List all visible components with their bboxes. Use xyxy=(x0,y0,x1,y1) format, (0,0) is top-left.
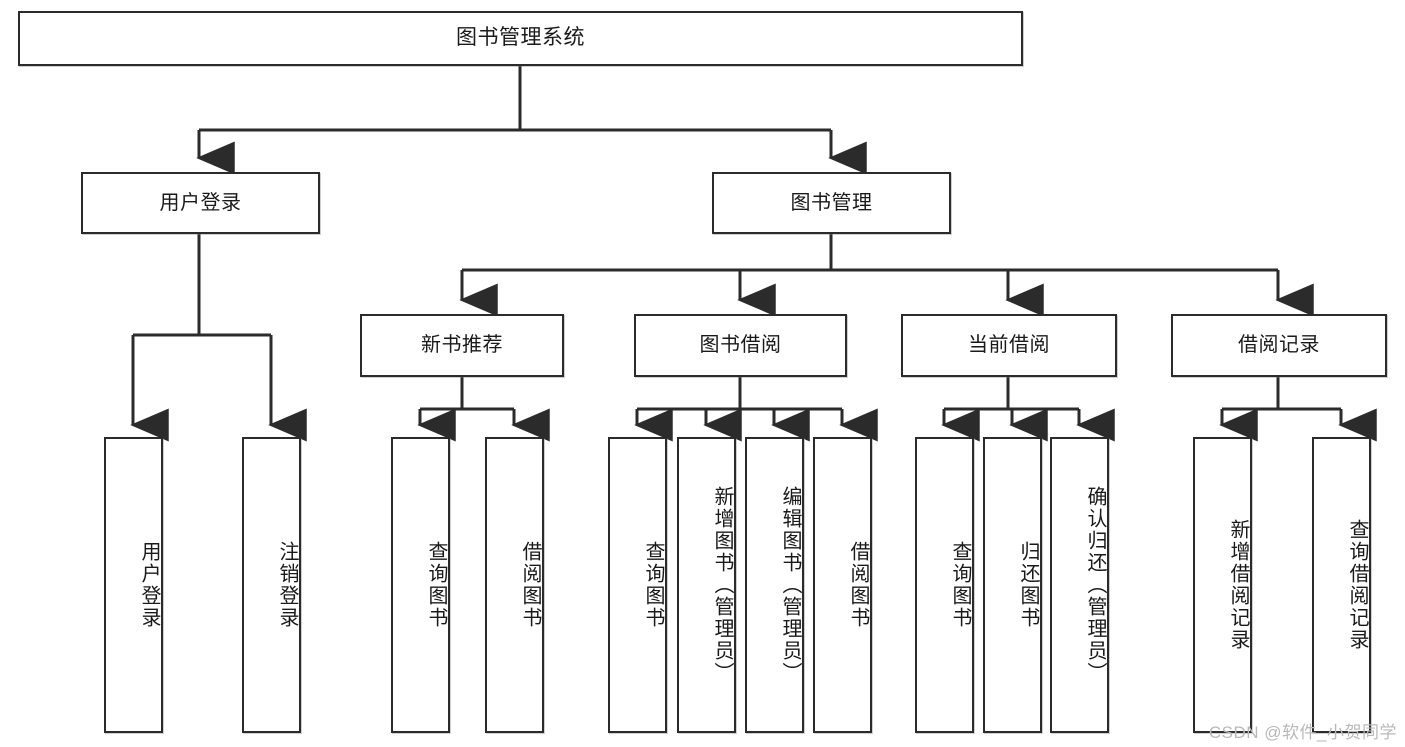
node-leaf-confirm-return[interactable]: 确认归还（管理员） xyxy=(1050,437,1109,733)
node-leaf-query-book-3[interactable]: 查询图书 xyxy=(915,437,974,733)
node-leaf-logout-login[interactable]: 注销登录 xyxy=(242,437,301,733)
node-leaf-return-book-label: 归还图书 xyxy=(1017,541,1039,629)
node-book-borrow[interactable]: 图书借阅 xyxy=(634,314,847,377)
node-book-management-label: 图书管理 xyxy=(790,191,873,214)
node-leaf-query-record-label: 查询借阅记录 xyxy=(1346,519,1368,651)
node-borrow-record[interactable]: 借阅记录 xyxy=(1171,314,1387,377)
node-leaf-return-book[interactable]: 归还图书 xyxy=(983,437,1042,733)
node-leaf-user-login-label: 用户登录 xyxy=(138,541,160,629)
node-current-borrow[interactable]: 当前借阅 xyxy=(901,314,1117,377)
node-book-borrow-label: 图书借阅 xyxy=(699,334,782,356)
node-leaf-edit-book-label: 编辑图书（管理员） xyxy=(779,486,801,684)
node-root-label: 图书管理系统 xyxy=(456,26,585,50)
node-current-borrow-label: 当前借阅 xyxy=(968,334,1050,356)
node-leaf-query-book-2-label: 查询图书 xyxy=(642,541,664,629)
node-leaf-query-book-1[interactable]: 查询图书 xyxy=(391,437,450,733)
node-user-login-label: 用户登录 xyxy=(159,191,242,214)
node-leaf-edit-book[interactable]: 编辑图书（管理员） xyxy=(745,437,804,733)
node-leaf-query-book-1-label: 查询图书 xyxy=(425,541,447,629)
node-user-login[interactable]: 用户登录 xyxy=(81,172,320,234)
node-leaf-borrow-book-2-label: 借阅图书 xyxy=(847,541,869,629)
node-leaf-borrow-book-1-label: 借阅图书 xyxy=(519,541,541,629)
node-leaf-logout-login-label: 注销登录 xyxy=(276,541,298,629)
node-new-book-recommend-label: 新书推荐 xyxy=(421,334,503,356)
node-borrow-record-label: 借阅记录 xyxy=(1238,334,1320,356)
node-leaf-borrow-book-1[interactable]: 借阅图书 xyxy=(485,437,544,733)
node-leaf-query-book-2[interactable]: 查询图书 xyxy=(608,437,667,733)
node-new-book-recommend[interactable]: 新书推荐 xyxy=(360,314,564,377)
node-leaf-query-record[interactable]: 查询借阅记录 xyxy=(1312,437,1371,733)
node-book-management[interactable]: 图书管理 xyxy=(712,172,951,234)
node-leaf-add-record-label: 新增借阅记录 xyxy=(1227,519,1249,651)
node-leaf-add-book[interactable]: 新增图书（管理员） xyxy=(677,437,736,733)
node-leaf-add-record[interactable]: 新增借阅记录 xyxy=(1193,437,1252,733)
node-leaf-user-login[interactable]: 用户登录 xyxy=(104,437,163,733)
watermark-text: CSDN @软件_小贺同学 xyxy=(1208,723,1397,742)
node-leaf-confirm-return-label: 确认归还（管理员） xyxy=(1084,486,1106,684)
node-root[interactable]: 图书管理系统 xyxy=(18,11,1023,66)
node-leaf-query-book-3-label: 查询图书 xyxy=(949,541,971,629)
node-leaf-add-book-label: 新增图书（管理员） xyxy=(711,486,733,684)
node-leaf-borrow-book-2[interactable]: 借阅图书 xyxy=(813,437,872,733)
